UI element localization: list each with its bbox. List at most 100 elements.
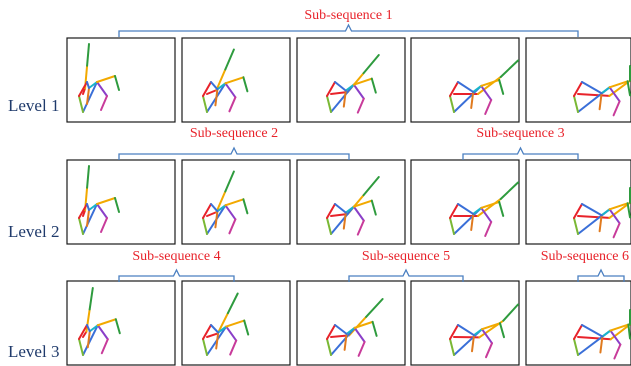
subsequence-5-label: Sub-sequence 5 — [362, 249, 450, 264]
skeleton-bone — [215, 331, 220, 350]
frame-border — [525, 37, 631, 123]
skeleton-bone — [609, 329, 622, 346]
skeleton-bone — [498, 78, 505, 95]
frame-border — [525, 280, 631, 366]
skeleton-bone — [601, 329, 612, 338]
frame-border — [296, 159, 406, 245]
frame-level-3-5 — [525, 280, 631, 366]
skeleton-bone — [226, 292, 239, 315]
skeleton-bone — [224, 82, 237, 99]
skeleton-bone — [78, 217, 84, 235]
skeleton-bone — [457, 203, 475, 215]
skeleton-bone — [371, 320, 378, 337]
skeleton-bone — [480, 84, 493, 101]
skeleton-bone — [352, 77, 373, 86]
skeleton-bone — [96, 324, 109, 341]
skeleton-bone — [626, 80, 631, 97]
skeleton-bone — [326, 81, 336, 97]
skeleton-bone — [499, 322, 505, 339]
frame-level-2-2 — [181, 159, 291, 245]
skeleton-bone — [599, 335, 604, 354]
skeleton-bone — [484, 98, 493, 115]
skeleton-bone — [216, 82, 227, 91]
frame-level-2-5 — [525, 159, 631, 245]
skeleton-bone — [449, 95, 455, 113]
frame-border — [296, 37, 406, 123]
skeleton-bone — [362, 176, 380, 197]
skeleton-bone — [82, 324, 99, 356]
skeleton-bone — [216, 204, 227, 213]
skeleton-bone — [224, 76, 245, 85]
skeleton-bone — [608, 208, 621, 225]
skeleton-bone — [600, 208, 611, 217]
skeleton-bone — [100, 338, 109, 355]
skeleton-bone — [472, 84, 483, 93]
skeleton-bone — [352, 205, 365, 222]
skeleton-bone — [485, 342, 493, 359]
skeleton-bone — [613, 343, 622, 360]
skeleton-bone — [216, 312, 229, 335]
skeleton-bone — [86, 87, 90, 105]
skeleton-bone — [344, 83, 355, 92]
skeleton-bone — [480, 78, 501, 87]
skeleton-bone — [353, 320, 374, 329]
skeleton-bone — [215, 68, 227, 92]
skeleton-bone — [206, 211, 218, 217]
skeleton-bone — [206, 89, 218, 95]
skeleton-bone — [573, 217, 579, 235]
frame-level-1-4 — [410, 37, 520, 123]
skeleton-bone — [82, 81, 98, 113]
skeleton-bone — [82, 209, 87, 217]
skeleton-bone — [344, 205, 355, 214]
skeleton-bone — [502, 303, 519, 322]
skeleton-bone — [481, 328, 493, 345]
skeleton-bone — [577, 336, 612, 341]
skeleton-bone — [577, 93, 611, 97]
skeleton-bone — [202, 217, 208, 235]
skeleton-bone — [353, 326, 366, 343]
frame-border — [410, 37, 520, 123]
skeleton-bone — [202, 324, 212, 340]
skeleton-bone — [86, 81, 90, 89]
skeleton-bone — [598, 92, 603, 111]
frame-level-2-3 — [296, 159, 406, 245]
skeleton-bone — [326, 203, 336, 219]
subsequence-3-label: Sub-sequence 3 — [476, 126, 564, 141]
subsequence-3-brace — [462, 146, 579, 160]
skeleton-bone — [228, 96, 237, 113]
skeleton-bone — [471, 334, 475, 353]
skeleton-bone — [612, 222, 621, 239]
skeleton-bone — [612, 100, 621, 117]
skeleton-bone — [352, 83, 365, 100]
skeleton-bone — [626, 202, 631, 219]
skeleton-bone — [326, 217, 332, 235]
skeleton-bone — [330, 205, 355, 235]
skeleton-bone — [577, 215, 611, 219]
skeleton-bone — [78, 95, 84, 113]
skeleton-bone — [581, 324, 604, 338]
skeleton-bone — [210, 324, 220, 334]
skeleton-bone — [86, 43, 90, 67]
skeleton-bone — [608, 86, 621, 103]
frame-level-2-1 — [66, 159, 176, 245]
skeleton-bone — [96, 318, 117, 327]
skeleton-bone — [82, 87, 87, 95]
frame-border — [296, 280, 406, 366]
skeleton-bone — [82, 330, 88, 338]
level-3-label: Level 3 — [8, 342, 59, 361]
skeleton-bone — [480, 206, 493, 223]
skeleton-bone — [78, 81, 88, 97]
skeleton-bone — [242, 198, 249, 215]
subsequence-6-brace — [577, 268, 625, 282]
skeleton-bone — [449, 217, 455, 235]
subsequence-6-label: Sub-sequence 6 — [541, 249, 629, 264]
skeleton-bone — [202, 338, 208, 356]
skeleton-bone — [243, 319, 250, 336]
skeleton-bone — [88, 287, 94, 311]
skeleton-bone — [86, 324, 91, 333]
skeleton-bone — [499, 181, 519, 200]
skeleton-bone — [225, 325, 238, 342]
skeleton-bone — [457, 81, 475, 93]
skeleton-bone — [86, 203, 90, 211]
skeleton-bone — [78, 203, 88, 219]
